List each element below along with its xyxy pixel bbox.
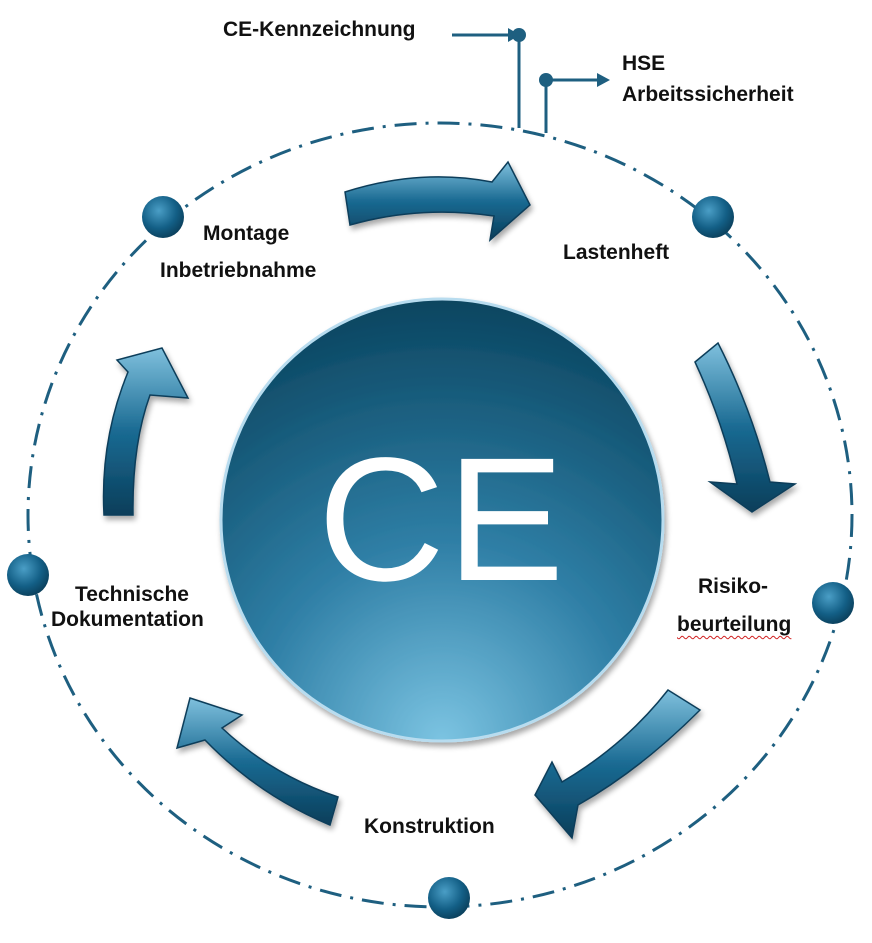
ce-kennzeichnung-connector [452, 28, 526, 128]
ce-center-disc [219, 297, 665, 743]
label-konstruktion: Konstruktion [364, 815, 495, 838]
arrow-montage-to-lastenheft [344, 160, 531, 242]
label-hse: HSE [622, 52, 666, 75]
label-technische: Technische [75, 583, 189, 606]
arrow-konstruktion-to-dokumentation [175, 697, 339, 827]
label-ce-kennzeichnung: CE-Kennzeichnung [223, 18, 416, 41]
ring-node-right [812, 582, 854, 624]
ring-node-bottom [428, 877, 470, 919]
hse-connector [539, 73, 610, 133]
arrow-risiko-to-konstruktion [534, 689, 702, 840]
label-beurteilung: beurteilung [677, 613, 792, 636]
ring-node-top-left [142, 196, 184, 238]
ring-node-top-right [692, 196, 734, 238]
arrow-dokumentation-to-montage [102, 347, 190, 516]
arrow-lastenheft-to-risiko [694, 341, 798, 513]
label-dokumentation: Dokumentation [51, 608, 204, 631]
label-montage: Montage [203, 222, 290, 245]
ring-node-left [7, 554, 49, 596]
outer-cycle-ring [26, 121, 854, 909]
label-lastenheft: Lastenheft [563, 241, 670, 264]
label-risiko: Risiko- [698, 575, 769, 598]
label-inbetriebnahme: Inbetriebnahme [160, 259, 317, 282]
ce-center-label: CE [317, 422, 567, 618]
label-arbeitssicherheit: Arbeitssicherheit [622, 83, 794, 106]
